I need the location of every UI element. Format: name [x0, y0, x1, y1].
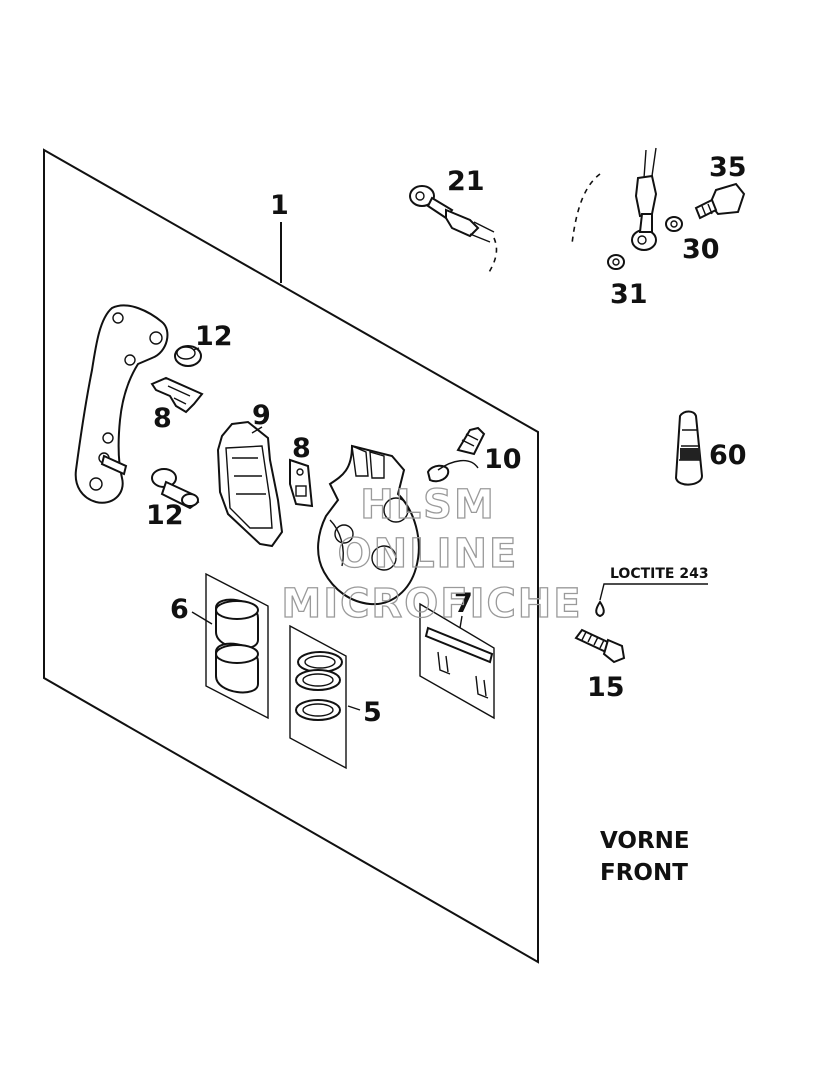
callout-12-lower: 12	[146, 500, 184, 531]
callout-30: 30	[682, 234, 720, 265]
caliper-body	[317, 444, 420, 606]
callout-9: 9	[252, 400, 271, 431]
rubber-boot-upper	[174, 345, 202, 367]
brake-pad	[216, 420, 284, 548]
leader-7	[459, 615, 463, 629]
callout-8-upper: 8	[153, 403, 172, 434]
callout-21: 21	[447, 166, 485, 197]
callout-8-middle: 8	[292, 433, 311, 464]
brake-hose-banjo	[409, 185, 498, 275]
callout-35: 35	[709, 152, 747, 183]
callout-6: 6	[170, 594, 189, 625]
leader-loctite	[599, 583, 708, 601]
watermark-line-2: ONLINE	[338, 531, 519, 577]
caliper-bolt	[574, 628, 626, 664]
pad-spring-middle	[289, 458, 314, 508]
guide-pin	[151, 468, 200, 510]
watermark-line-3: MICROFICHE	[281, 581, 582, 627]
leader-6	[191, 611, 213, 625]
callout-60: 60	[709, 440, 747, 471]
watermark-line-1: HLSM	[360, 482, 496, 528]
callout-1: 1	[270, 190, 289, 221]
caption-front: FRONT	[600, 860, 688, 886]
callout-10: 10	[484, 444, 522, 475]
callout-5: 5	[363, 697, 382, 728]
loctite-drop	[595, 600, 605, 618]
loctite-note: LOCTITE 243	[610, 566, 709, 582]
callout-15: 15	[587, 672, 625, 703]
leader-5	[347, 705, 361, 711]
caption-vorne: VORNE	[600, 828, 690, 854]
bleeder-valve	[426, 426, 486, 483]
seal-set	[289, 624, 347, 770]
leader-9	[251, 426, 263, 434]
hose-end-assembly	[571, 147, 746, 270]
pad-spring-upper	[150, 376, 204, 414]
assembly-panel	[43, 148, 539, 964]
loctite-bottle	[674, 410, 704, 486]
pin-clip-kit	[419, 602, 495, 720]
callout-7: 7	[454, 588, 473, 619]
piston-set	[205, 572, 269, 720]
leader-12a	[192, 347, 200, 351]
caliper-bracket	[74, 304, 169, 504]
callout-31: 31	[610, 279, 648, 310]
callout-12-upper: 12	[195, 321, 233, 352]
